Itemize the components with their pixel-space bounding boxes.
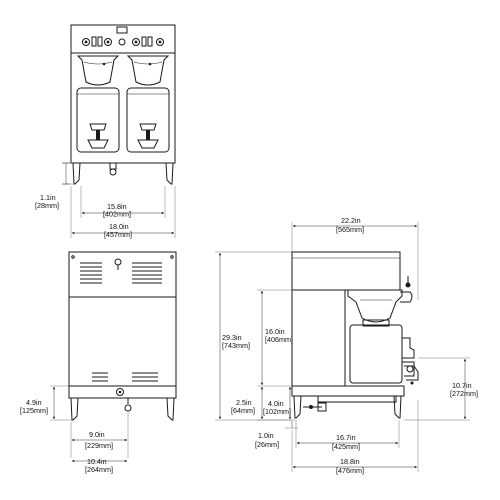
front-servers [76,87,170,153]
front-foot-height-dimension: 1.1in [28mm] [35,162,73,210]
side-server [349,319,415,384]
back-feet [70,397,175,421]
dim-label: 10.4in [87,457,107,466]
back-body [68,251,177,387]
dim-label: [102mm] [263,407,291,416]
dim-label: 10.7in [452,381,472,390]
side-faucet-outlet [404,365,419,385]
dim-label: [402mm] [103,210,131,219]
side-feet [293,395,402,419]
front-view [70,24,176,185]
dim-label: 4.0in [268,399,284,408]
side-view [291,251,419,419]
dim-label: 2.5in [236,398,252,407]
dim-label: [406mm] [265,335,293,344]
dim-label: 18.8in [340,457,360,466]
dim-label: [457mm] [104,230,132,239]
back-lower-vents [92,372,158,382]
front-inner-width-dimension: 15.8in [402mm] [80,186,166,219]
front-feet [72,162,174,185]
side-foot-dimension: 1.0in [26mm] [255,421,298,449]
side-tap-dimension: 10.7in [272mm] [404,357,478,421]
dim-label: [425mm] [332,442,360,451]
dim-label: 4.9in [26,398,42,407]
back-view [68,251,177,421]
dim-label: [476mm] [336,466,364,475]
side-column [291,289,346,387]
dim-label: [565mm] [336,225,364,234]
back-width-a-dimension: 9.0in [229mm] [70,412,129,458]
back-height-dimension: 4.9in [125mm] [20,385,72,421]
side-foot-depth-dimension: 16.7in [425mm] [295,420,400,451]
dim-label: 18.0in [109,222,129,231]
dim-label: 16.0in [265,327,285,336]
dim-label: [28mm] [35,201,59,210]
side-upper-housing [291,251,401,291]
front-display [116,26,128,34]
side-clearance-dimension: 16.0in [406mm] [257,289,293,386]
dim-label: 1.1in [40,193,56,202]
side-tray-dimension: 4.0in [102mm] [263,386,292,420]
back-upper-vents [71,255,174,284]
dim-label: [264mm] [85,465,113,474]
side-height-dimension: 29.3in [743mm] [215,251,295,421]
dim-label: [26mm] [255,440,279,449]
side-base [291,385,405,397]
front-brew-funnels [76,55,170,86]
side-drip-tray [303,395,397,412]
dim-label: 1.0in [258,431,274,440]
back-width-b-dimension: 10.4in [264mm] [71,457,128,474]
front-control-switches [82,36,164,47]
back-water-inlet [116,388,132,412]
dim-label: 22.2in [341,216,361,225]
dim-label: 29.3in [222,333,242,342]
dim-label: [272mm] [450,389,478,398]
dim-label: 15.8in [107,202,127,211]
dim-label: [229mm] [85,441,113,450]
side-depth-dimension: 22.2in [565mm] [291,216,419,300]
dim-label: 16.7in [336,433,356,442]
front-drain-valve [109,162,117,176]
side-base-dimension: 2.5in [64mm] [231,385,292,421]
front-total-width-dimension: 18.0in [457mm] [70,186,176,239]
dim-label: [743mm] [222,341,250,350]
side-total-depth-dimension: 18.8in [476mm] [291,400,419,475]
dim-label: [125mm] [20,406,48,415]
dim-label: 9.0in [89,430,105,439]
side-brew-funnel [347,276,413,323]
dim-label: [64mm] [231,406,255,415]
